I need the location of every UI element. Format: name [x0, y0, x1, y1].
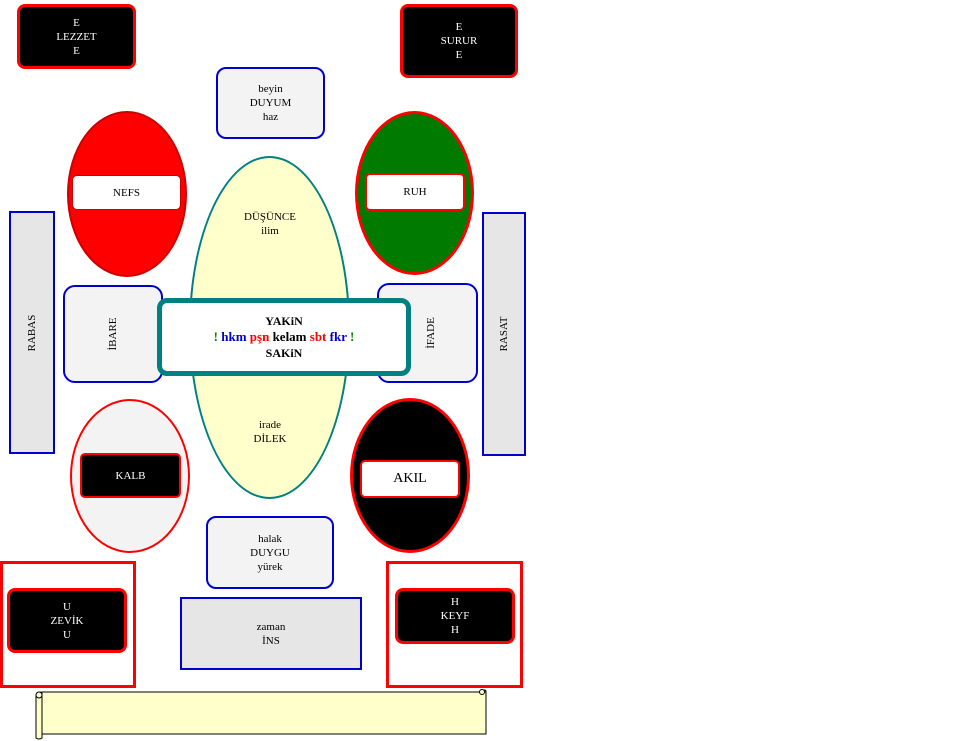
duyum-line-1: beyin: [258, 83, 283, 95]
keyf-line-3: H: [451, 624, 459, 636]
ibare-label: İBARE: [107, 317, 119, 351]
zaman-line-2: İNS: [262, 634, 280, 647]
ibare-box: İBARE: [63, 285, 163, 383]
keyf-box: H KEYF H: [395, 588, 515, 644]
ruh-label: RUH: [403, 186, 427, 198]
lezzet-line-2: LEZZET: [56, 30, 97, 43]
center-box: YAKiN ! hkm pşn kelam sbt fkr ! SAKiN: [157, 298, 411, 376]
dusunce-line-2: ilim: [261, 225, 279, 237]
zevik-box: U ZEVİK U: [7, 588, 127, 653]
zevik-line-3: U: [63, 628, 71, 641]
zevik-line-2: ZEVİK: [50, 614, 84, 627]
ifade-label: İFADE: [425, 317, 437, 349]
formula-token-2: hkm: [221, 329, 247, 344]
kalb-label-box: KALB: [80, 453, 181, 498]
lezzet-line-1: E: [73, 16, 80, 29]
surur-line-1: E: [455, 21, 463, 33]
ruh-label-box: RUH: [365, 173, 465, 211]
formula-token-3: pşn: [249, 329, 270, 344]
nefs-label: NEFS: [113, 186, 140, 199]
rabas-bar: RABAS: [9, 211, 55, 454]
keyf-line-2: KEYF: [440, 610, 470, 622]
nefs-label-box: NEFS: [72, 175, 181, 210]
formula-token-6: fkr: [329, 329, 347, 344]
keyf-line-1: H: [451, 596, 459, 608]
dusunce-line-1: DÜŞÜNCE: [244, 211, 296, 223]
duyum-line-2: DUYUM: [249, 97, 292, 109]
duyum-box: beyin DUYUM haz: [216, 67, 325, 139]
dusunce-text: DÜŞÜNCE ilim: [209, 208, 331, 240]
kalb-label: KALB: [115, 469, 146, 482]
surur-line-2: SURUR: [440, 35, 478, 47]
scroll-banner: [35, 689, 487, 740]
rasat-label: RASAT: [498, 316, 510, 352]
duygu-line-1: halak: [258, 532, 282, 545]
formula-token-1: !: [213, 329, 218, 344]
rabas-label: RABAS: [26, 314, 38, 351]
sakin-label: SAKiN: [265, 346, 303, 360]
duygu-line-3: yürek: [257, 560, 283, 573]
surur-line-3: E: [455, 49, 463, 61]
surur-box: E SURUR E: [400, 4, 518, 78]
formula-token-7: !: [350, 329, 355, 344]
akil-label-box: AKIL: [360, 460, 460, 498]
zaman-box: zaman İNS: [180, 597, 362, 670]
formula-token-4: kelam: [272, 329, 307, 344]
dilek-line-2: DİLEK: [253, 433, 287, 445]
formula-token-5: sbt: [309, 329, 327, 344]
duygu-box: halak DUYGU yürek: [206, 516, 334, 589]
lezzet-line-3: E: [73, 44, 80, 57]
rasat-bar: RASAT: [482, 212, 526, 456]
dilek-text: irade DİLEK: [209, 416, 331, 448]
duygu-line-2: DUYGU: [250, 546, 290, 559]
zevik-line-1: U: [63, 600, 71, 613]
yakin-label: YAKiN: [265, 314, 303, 328]
akil-label: AKIL: [393, 471, 427, 486]
lezzet-box: E LEZZET E: [17, 4, 136, 69]
duyum-line-3: haz: [262, 111, 279, 123]
dilek-line-1: irade: [259, 419, 281, 431]
zaman-line-1: zaman: [256, 620, 286, 633]
center-formula: ! hkm pşn kelam sbt fkr !: [214, 328, 355, 346]
